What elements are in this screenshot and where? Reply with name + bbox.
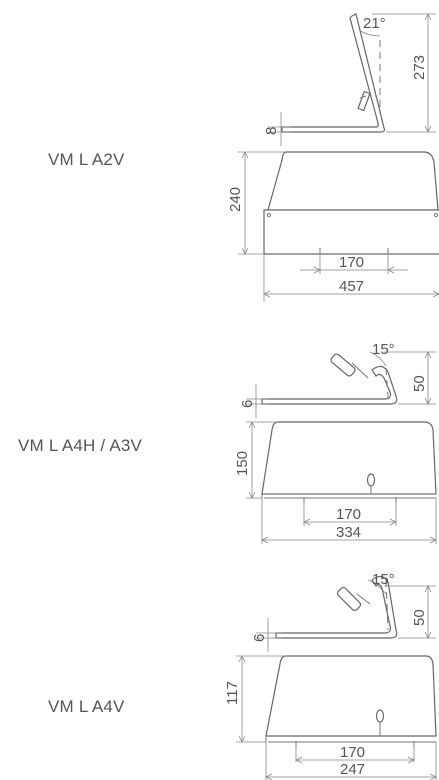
dim-angle-a2v: 21° xyxy=(363,15,386,32)
dim-width-a4h: 334 xyxy=(336,524,361,541)
front-view-a4h: 150 170 334 xyxy=(234,421,437,544)
dim-height-a4v: 117 xyxy=(224,681,241,705)
front-view-a2v: 240 170 457 xyxy=(227,151,439,302)
dim-height-a2v: 240 xyxy=(227,187,244,212)
dim-hole-spacing-a4v: 170 xyxy=(340,744,365,761)
dim-base-thickness-a2v: 8 xyxy=(263,127,280,135)
drawing-vm-l-a4h-a3v: 15° 50 6 xyxy=(234,341,437,544)
dim-hole-spacing-a4h: 170 xyxy=(336,506,361,523)
drawing-vm-l-a4v: 15° 50 6 xyxy=(224,571,437,780)
dim-hole-spacing-a2v: 170 xyxy=(339,254,364,271)
side-view-holder-a4v: 15° 50 6 xyxy=(251,571,436,652)
front-view-a4v: 117 170 247 xyxy=(224,655,437,780)
dim-holder-height-a4v: 50 xyxy=(411,609,428,626)
dim-width-a4v: 247 xyxy=(340,761,365,778)
model-label-vm-l-a4h-a3v: VM L A4H / A3V xyxy=(18,436,143,455)
dim-base-thickness-a4h: 6 xyxy=(239,400,256,408)
dim-holder-height-a4h: 50 xyxy=(411,375,428,392)
model-label-vm-l-a4v: VM L A4V xyxy=(48,697,125,716)
model-label-vm-l-a2v: VM L A2V xyxy=(48,150,125,169)
dim-height-a4h: 150 xyxy=(234,451,251,476)
dim-angle-a4h: 15° xyxy=(372,341,395,358)
dim-width-a2v: 457 xyxy=(339,278,364,295)
drawing-vm-l-a2v: 21° 273 8 xyxy=(227,13,439,302)
side-view-holder-a2v: 21° 273 8 xyxy=(263,13,436,146)
dim-angle-a4v: 15° xyxy=(372,571,395,588)
dim-holder-height-a2v: 273 xyxy=(411,55,428,80)
dim-base-thickness-a4v: 6 xyxy=(251,634,268,642)
side-view-holder-a4h: 15° 50 6 xyxy=(239,341,436,418)
